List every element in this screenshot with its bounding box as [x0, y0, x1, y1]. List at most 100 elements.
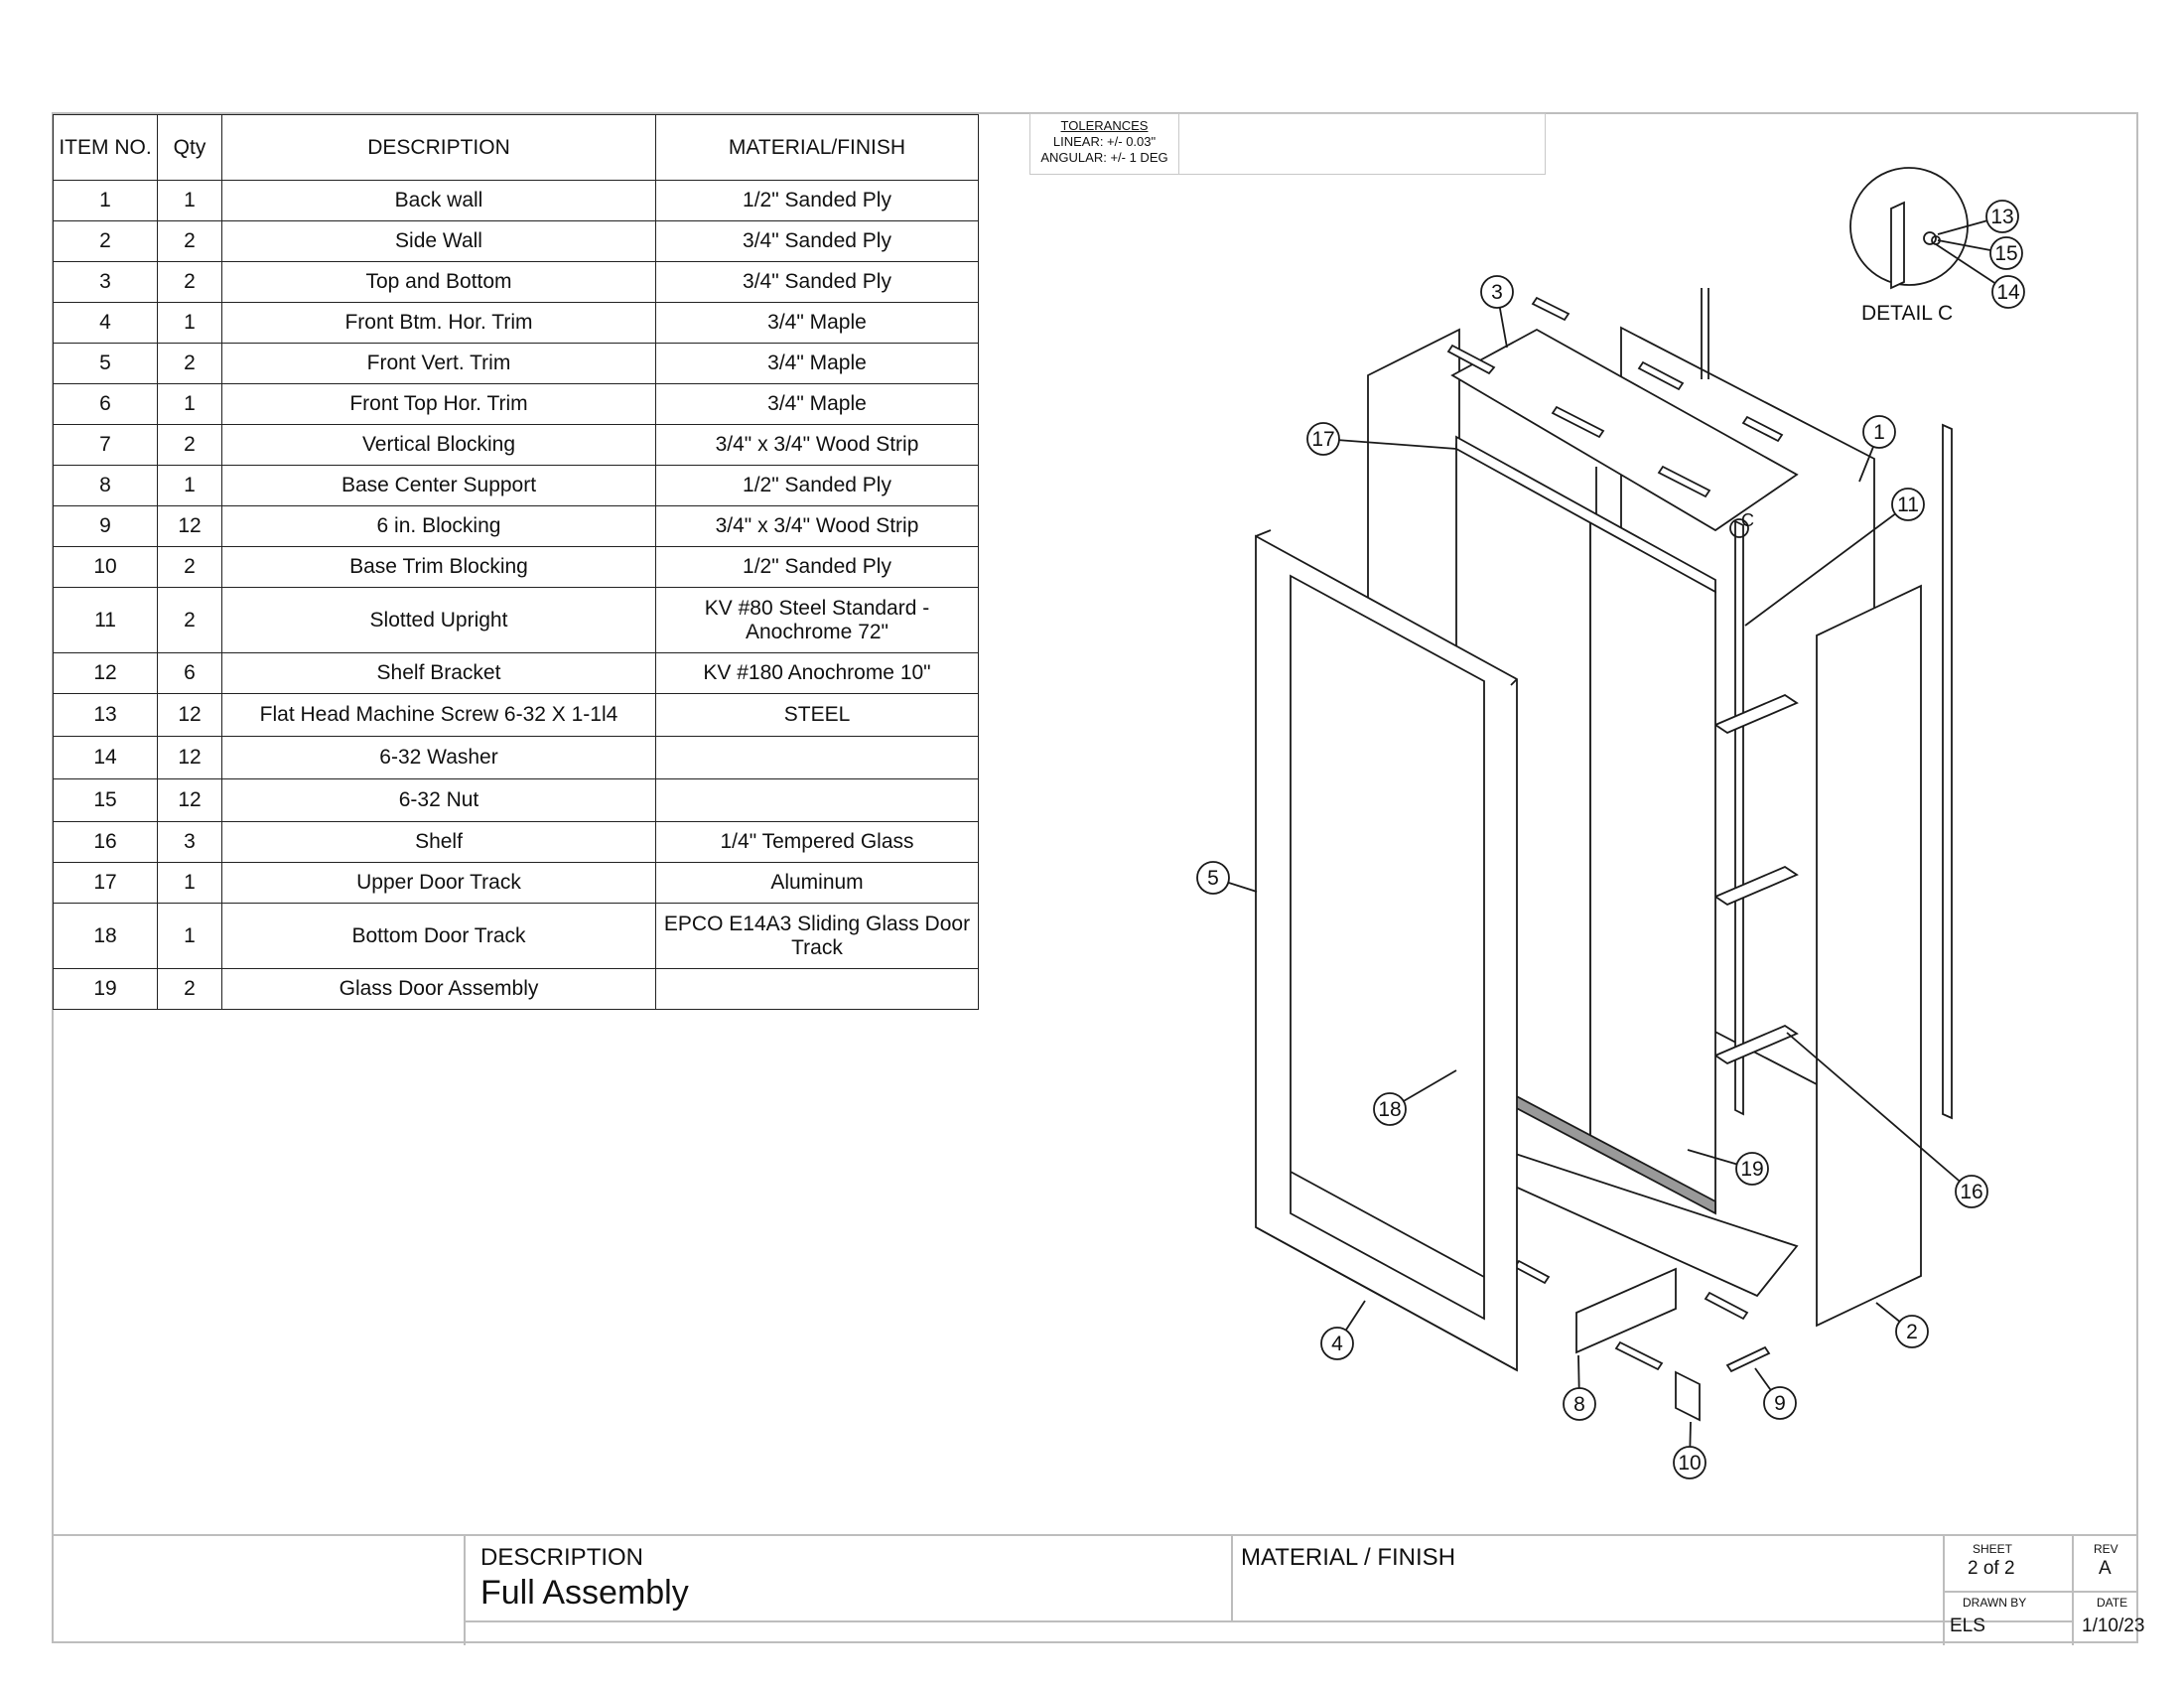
bom-cell-description: Top and Bottom: [221, 261, 656, 303]
tb-drawn-by-label: DRAWN BY: [1963, 1596, 2027, 1610]
tolerances-box: TOLERANCES LINEAR: +/- 0.03" ANGULAR: +/…: [1029, 113, 1546, 175]
base-blocking: [1725, 1345, 1771, 1373]
bom-cell-material: 1/2" Sanded Ply: [655, 180, 979, 221]
tb-rev-value: A: [2099, 1558, 2112, 1579]
title-block: DESCRIPTION Full Assembly MATERIAL / FIN…: [52, 1534, 2144, 1645]
tb-rev-label: REV: [2094, 1542, 2118, 1556]
bom-cell-description: Upper Door Track: [221, 862, 656, 904]
callout-label: 10: [1678, 1452, 1701, 1475]
callout-balloon: [1955, 1175, 1988, 1208]
bom-cell-item: 16: [53, 821, 158, 863]
front-trim-edge: [1510, 678, 1518, 686]
bom-cell-item: 4: [53, 302, 158, 344]
upper-door-track: [1455, 435, 1716, 594]
bom-cell-material: STEEL: [655, 693, 979, 737]
bom-cell-description: Base Trim Blocking: [221, 546, 656, 588]
callout-balloon: [1735, 1152, 1769, 1186]
bom-cell-material: EPCO E14A3 Sliding Glass Door Track: [655, 903, 979, 969]
bom-cell-material: [655, 736, 979, 779]
callout-label: 18: [1378, 1098, 1401, 1121]
tolerances-linear: LINEAR: +/- 0.03": [1052, 134, 1157, 149]
tb-description-value: Full Assembly: [480, 1574, 689, 1612]
bom-cell-qty: 12: [157, 778, 222, 822]
callout-label: 1: [1873, 421, 1885, 444]
callout-5: 5: [1196, 861, 1258, 895]
callout-2: 2: [1875, 1302, 1929, 1348]
tb-material-label: MATERIAL / FINISH: [1241, 1544, 1456, 1571]
tb-date-value: 1/10/23: [2082, 1616, 2145, 1636]
bom-cell-material: 1/4" Tempered Glass: [655, 821, 979, 863]
callout-label: 14: [1996, 281, 2020, 304]
tb-divider: [464, 1620, 2072, 1622]
callout-17: 17: [1306, 422, 1457, 456]
bom-cell-description: 6-32 Washer: [221, 736, 656, 779]
callout-label: 4: [1331, 1333, 1343, 1355]
callout-balloon: [1985, 200, 2019, 233]
callout-balloon: [1989, 236, 2023, 270]
base-blocking: [1614, 1340, 1664, 1371]
tolerances-angular: ANGULAR: +/- 1 DEG: [1040, 150, 1168, 165]
bom-cell-item: 10: [53, 546, 158, 588]
front-trim-edge: [1255, 1226, 1518, 1371]
slotted-upright: [1734, 519, 1744, 1116]
top-panel: [1450, 328, 1799, 532]
bom-cell-qty: 1: [157, 862, 222, 904]
front-trim-edge: [1255, 529, 1272, 537]
bom-cell-qty: 2: [157, 343, 222, 384]
bom-cell-material: [655, 968, 979, 1010]
callout-label: 5: [1207, 867, 1219, 890]
top-blocking-strips: [1446, 296, 1784, 498]
callout-8: 8: [1563, 1354, 1596, 1421]
bom-cell-description: Front Vert. Trim: [221, 343, 656, 384]
bom-cell-description: Vertical Blocking: [221, 424, 656, 466]
bom-cell-description: Shelf Bracket: [221, 652, 656, 694]
bom-cell-qty: 1: [157, 383, 222, 425]
callout-label: 16: [1960, 1181, 1982, 1203]
tb-date-label: DATE: [2097, 1596, 2128, 1610]
callout-label: 11: [1897, 493, 1919, 516]
callout-14: 14: [1935, 243, 2025, 309]
detail-c-upright: [1890, 201, 1905, 290]
bom-cell-item: 13: [53, 693, 158, 737]
bom-cell-item: 3: [53, 261, 158, 303]
tolerances-title: TOLERANCES: [1060, 118, 1149, 133]
bom-cell-item: 19: [53, 968, 158, 1010]
callout-label: 15: [1994, 242, 2017, 265]
callout-9: 9: [1754, 1367, 1797, 1420]
right-side-wall-panel: [1816, 584, 1922, 1328]
tb-sheet-value: 2 of 2: [1968, 1558, 2015, 1579]
callout-balloon: [1673, 1446, 1706, 1479]
bom-cell-description: Base Center Support: [221, 465, 656, 506]
callout-balloon: [1480, 275, 1514, 309]
bom-cell-description: Front Btm. Hor. Trim: [221, 302, 656, 344]
detail-c-label: DETAIL C: [1861, 302, 1953, 325]
callout-label: 8: [1573, 1393, 1585, 1416]
callout-10: 10: [1673, 1421, 1706, 1479]
bom-header-qty: Qty: [157, 114, 222, 181]
bom-cell-qty: 3: [157, 821, 222, 863]
bom-cell-description: Side Wall: [221, 220, 656, 262]
bom-cell-item: 12: [53, 652, 158, 694]
tb-divider: [1943, 1591, 2138, 1593]
callout-label: 19: [1740, 1158, 1763, 1181]
callout-label: 3: [1491, 281, 1503, 304]
glass-door-panel: [1589, 519, 1716, 1213]
bom-cell-qty: 2: [157, 424, 222, 466]
detail-c-marker-label: C: [1741, 510, 1754, 530]
bom-cell-qty: 12: [157, 505, 222, 547]
bom-cell-description: Glass Door Assembly: [221, 968, 656, 1010]
callout-18: 18: [1373, 1069, 1457, 1126]
base-blocking: [1704, 1291, 1749, 1321]
callout-4: 4: [1320, 1300, 1366, 1360]
